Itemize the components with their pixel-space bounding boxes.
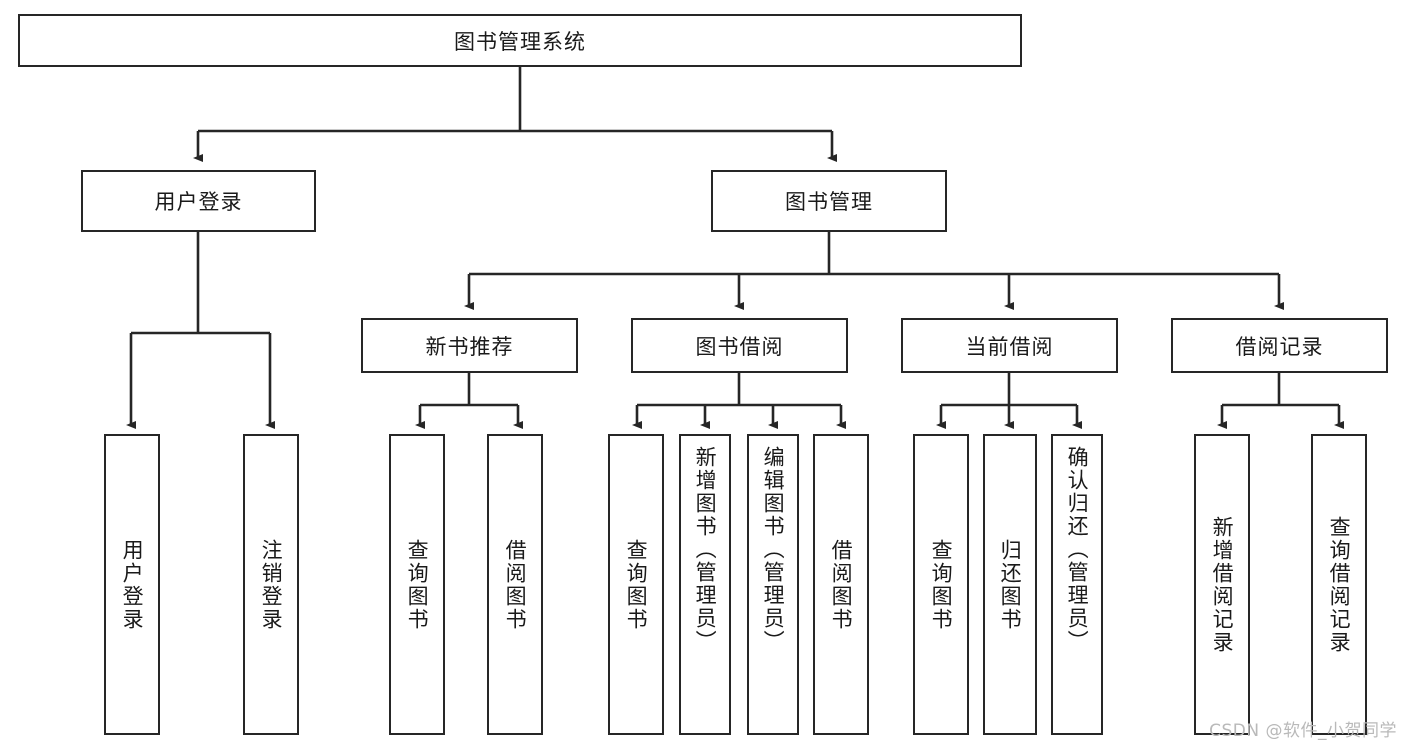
- node-leaf-query-record[interactable]: 查询借阅记录: [1311, 434, 1367, 735]
- node-root-label: 图书管理系统: [454, 29, 586, 54]
- node-leaf-user-logout[interactable]: 注销登录: [243, 434, 299, 735]
- csdn-watermark: CSDN @软件_小贺同学: [1209, 721, 1397, 741]
- node-leaf-edit-book[interactable]: 编辑图书（管理员）: [747, 434, 799, 735]
- node-leaf-query-book-1-label: 查询图书: [405, 538, 430, 631]
- node-book-borrow[interactable]: 图书借阅: [631, 318, 848, 373]
- node-leaf-user-logout-label: 注销登录: [259, 538, 284, 631]
- node-leaf-add-book-label: 新增图书（管理员）: [693, 446, 718, 653]
- node-book-management-label: 图书管理: [785, 190, 873, 214]
- node-leaf-add-book[interactable]: 新增图书（管理员）: [679, 434, 731, 735]
- node-leaf-return-book-label: 归还图书: [998, 538, 1023, 631]
- node-leaf-borrow-book-1-label: 借阅图书: [503, 538, 528, 631]
- node-book-borrow-label: 图书借阅: [695, 334, 784, 359]
- node-leaf-user-login[interactable]: 用户登录: [104, 434, 160, 735]
- node-leaf-borrow-book-2-label: 借阅图书: [829, 538, 854, 631]
- node-new-book-recommend-label: 新书推荐: [425, 334, 514, 359]
- node-user-login-label: 用户登录: [154, 190, 243, 214]
- node-leaf-query-book-3-label: 查询图书: [929, 538, 954, 631]
- node-leaf-user-login-label: 用户登录: [120, 538, 145, 631]
- node-leaf-add-record-label: 新增借阅记录: [1210, 515, 1235, 654]
- node-root[interactable]: 图书管理系统: [18, 14, 1022, 67]
- node-leaf-query-book-2[interactable]: 查询图书: [608, 434, 664, 735]
- node-book-management[interactable]: 图书管理: [711, 170, 947, 232]
- node-borrow-record[interactable]: 借阅记录: [1171, 318, 1388, 373]
- node-leaf-edit-book-label: 编辑图书（管理员）: [761, 446, 786, 653]
- node-leaf-borrow-book-2[interactable]: 借阅图书: [813, 434, 869, 735]
- node-current-borrow[interactable]: 当前借阅: [901, 318, 1118, 373]
- node-leaf-confirm-return-label: 确认归还（管理员）: [1065, 446, 1090, 653]
- node-leaf-borrow-book-1[interactable]: 借阅图书: [487, 434, 543, 735]
- node-new-book-recommend[interactable]: 新书推荐: [361, 318, 578, 373]
- node-user-login[interactable]: 用户登录: [81, 170, 316, 232]
- node-current-borrow-label: 当前借阅: [965, 334, 1054, 359]
- node-leaf-add-record[interactable]: 新增借阅记录: [1194, 434, 1250, 735]
- node-borrow-record-label: 借阅记录: [1235, 334, 1324, 359]
- node-leaf-query-book-3[interactable]: 查询图书: [913, 434, 969, 735]
- node-leaf-query-book-2-label: 查询图书: [624, 538, 649, 631]
- node-leaf-query-record-label: 查询借阅记录: [1327, 515, 1352, 654]
- node-leaf-query-book-1[interactable]: 查询图书: [389, 434, 445, 735]
- node-leaf-confirm-return[interactable]: 确认归还（管理员）: [1051, 434, 1103, 735]
- node-leaf-return-book[interactable]: 归还图书: [983, 434, 1037, 735]
